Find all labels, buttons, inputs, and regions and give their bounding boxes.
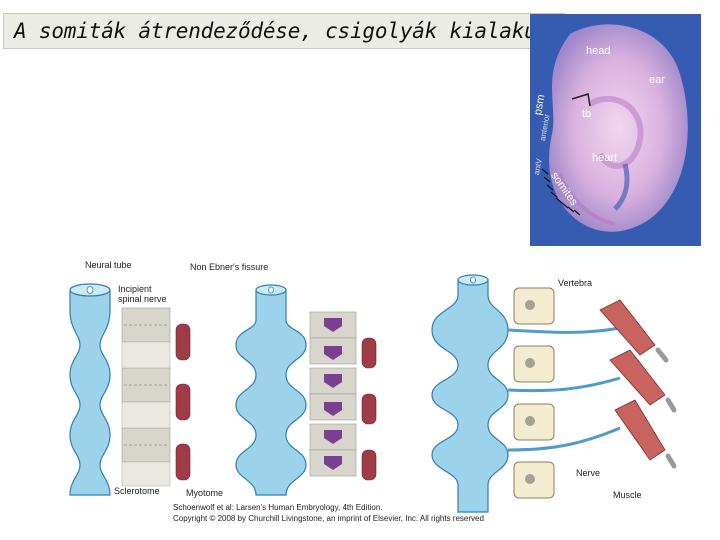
label-non-ebner-fissure: Non Ebner's fissure (190, 262, 269, 272)
label-neural-tube: Neural tube (85, 260, 132, 270)
label-muscle: Muscle (613, 490, 642, 500)
label-nerve: Nerve (576, 468, 601, 478)
label-incipient: Incipient (118, 284, 152, 294)
slide-title: A somiták átrendeződése, csigolyák kiala… (14, 19, 587, 43)
embryo-photo-graphic (530, 14, 701, 246)
somite-figure: Neural tube Non Ebner's fissure Incipien… (60, 250, 680, 530)
label-myotome: Myotome (186, 488, 224, 498)
photo-label-ear: ear (649, 74, 665, 86)
slide-title-box: A somiták átrendeződése, csigolyák kiala… (3, 13, 587, 49)
credit-line-1: Schoenwolf et al: Larsen's Human Embryol… (173, 503, 383, 512)
label-spinal-nerve: spinal nerve (118, 294, 167, 304)
somite-figure-graphic (69, 274, 677, 513)
photo-label-heart: heart (592, 152, 618, 164)
photo-label-head: head (586, 45, 611, 57)
credit-line-2: Copyright © 2008 by Churchill Livingston… (173, 514, 484, 523)
photo-label-tb: tb (582, 108, 592, 120)
label-sclerotome: Sclerotome (114, 486, 160, 496)
label-vertebra: Vertebra (558, 278, 593, 288)
embryo-photo: head ear psm anterior antV tb heart somi… (530, 14, 701, 246)
